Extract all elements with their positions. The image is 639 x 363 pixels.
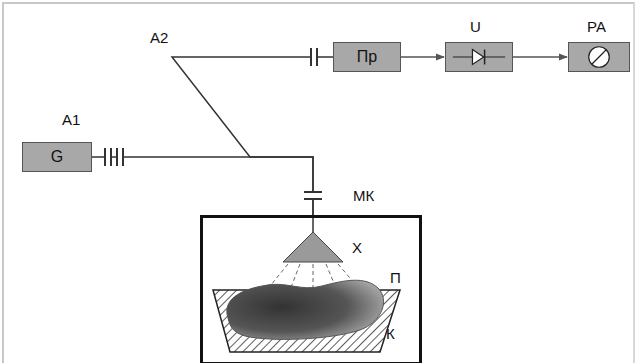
coupling-a1 xyxy=(105,148,124,166)
converter-box: Пр xyxy=(333,42,401,72)
diode-symbol xyxy=(446,43,512,71)
part-label: К xyxy=(386,326,395,343)
node-label: G xyxy=(51,148,63,166)
part-label: П xyxy=(390,270,401,287)
node-label: Пр xyxy=(357,48,377,66)
part-label: A2 xyxy=(150,30,168,47)
generator-box: G xyxy=(22,142,92,172)
coupling-a2 xyxy=(311,48,318,66)
node-label: U xyxy=(470,19,481,36)
coupling-chamber xyxy=(304,192,322,199)
part-label: X xyxy=(352,240,362,257)
waveguide-line xyxy=(92,157,313,215)
waveguide-line xyxy=(172,57,333,215)
signal-arrow xyxy=(401,56,444,57)
node-label: PA xyxy=(587,19,606,36)
signal-arrow xyxy=(513,56,567,57)
sample xyxy=(227,280,384,339)
meter-box: PA xyxy=(568,42,630,72)
detector-box: U xyxy=(445,42,513,72)
part-label: A1 xyxy=(62,112,80,129)
horn-antenna xyxy=(283,232,343,262)
meter-symbol xyxy=(569,43,629,71)
node-label: МК xyxy=(353,188,374,205)
